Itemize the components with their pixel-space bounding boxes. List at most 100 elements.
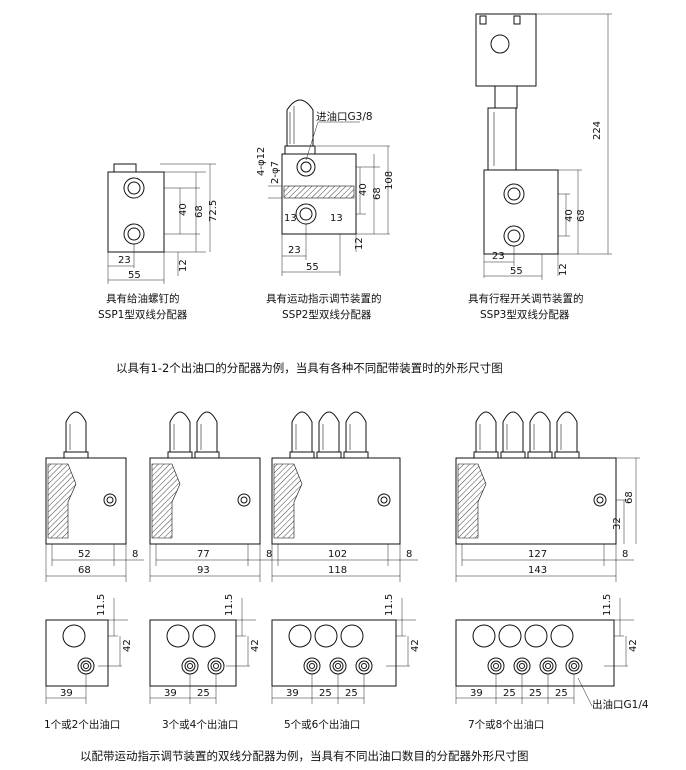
ssp2-view: 进油口G3/8 4-φ12 2-φ7 13 13 40 68 108 12 23… <box>256 99 395 321</box>
ssp2-section-hatch <box>283 185 355 199</box>
ssp2-indicator-cap <box>286 99 314 147</box>
ssp1-dim-72-5: 72.5 <box>208 200 219 222</box>
dim-pitch: 25 <box>503 688 516 699</box>
section-hatch <box>457 463 487 539</box>
dim-gap: 8 <box>622 549 628 560</box>
ssp3-dim-55: 55 <box>510 266 523 277</box>
dim-pitch: 25 <box>555 688 568 699</box>
dim-32: 32 <box>612 517 623 530</box>
dim-42: 42 <box>250 639 261 652</box>
dim-pitch: 25 <box>345 688 358 699</box>
ssp3-caption-1: 具有行程开关调节装置的 <box>468 292 584 305</box>
front-body <box>45 619 109 687</box>
upper-bore <box>550 624 574 648</box>
ssp3-dim-224: 224 <box>592 121 603 140</box>
dim-inner: 127 <box>528 549 547 560</box>
indicator-cap <box>318 411 340 453</box>
dim-pitch: 25 <box>529 688 542 699</box>
dim-11-5: 11.5 <box>384 594 395 616</box>
dim-gap: 8 <box>266 549 272 560</box>
ssp3-limit-switch <box>475 13 537 87</box>
front-view-4: 11.5 42 39 25 25 25 7个或8个出油口 <box>455 594 639 731</box>
ssp3-dim-23: 23 <box>492 251 505 262</box>
ssp1-port-top <box>123 177 145 199</box>
ssp1-caption-2: SSP1型双线分配器 <box>98 308 188 321</box>
ssp2-dim-12: 12 <box>354 237 365 250</box>
upper-bore <box>340 624 364 648</box>
outlet-label: 出油口G1/4 <box>592 698 649 711</box>
side-view-1: 52 8 68 <box>45 411 144 582</box>
ssp2-dim-phi12: 4-φ12 <box>256 147 267 176</box>
ssp1-dim-23: 23 <box>118 255 131 266</box>
front-view-caption: 1个或2个出油口 <box>44 718 120 731</box>
ssp2-caption-1: 具有运动指示调节装置的 <box>266 292 382 305</box>
dim-42: 42 <box>628 639 639 652</box>
indicator-cap <box>65 411 87 453</box>
indicator-cap <box>291 411 313 453</box>
dim-11-5: 11.5 <box>224 594 235 616</box>
ssp2-dim-23: 23 <box>288 245 301 256</box>
indicator-cap <box>502 411 524 453</box>
dim-39: 39 <box>470 688 483 699</box>
ssp2-dim-13a: 13 <box>284 213 297 224</box>
dim-total: 118 <box>328 565 347 576</box>
ssp3-dim-40: 40 <box>564 209 575 222</box>
indicator-cap <box>475 411 497 453</box>
ssp3-view: 224 40 68 12 23 55 具有行程开关调节装置的 SSP3型双线分配… <box>468 13 612 321</box>
upper-bore <box>192 624 216 648</box>
dim-total: 93 <box>197 565 210 576</box>
ssp1-dim-40: 40 <box>178 203 189 216</box>
dim-68: 68 <box>624 491 635 504</box>
front-view-caption: 3个或4个出油口 <box>162 718 238 731</box>
upper-bore <box>498 624 522 648</box>
upper-bore <box>524 624 548 648</box>
upper-bore <box>314 624 338 648</box>
front-view-caption: 5个或6个出油口 <box>284 718 360 731</box>
indicator-cap <box>169 411 191 453</box>
ssp1-grease-nipple <box>113 163 137 173</box>
front-body <box>271 619 397 687</box>
ssp3-caption-2: SSP3型双线分配器 <box>480 308 570 321</box>
front-body <box>455 619 615 687</box>
indicator-cap <box>345 411 367 453</box>
dim-total: 68 <box>78 565 91 576</box>
dim-11-5: 11.5 <box>96 594 107 616</box>
upper-bore <box>166 624 190 648</box>
side-view-2: 77 8 93 <box>149 411 278 582</box>
ssp1-dim-55: 55 <box>128 270 141 281</box>
front-body <box>149 619 237 687</box>
ssp2-dim-108: 108 <box>384 171 395 190</box>
dim-42: 42 <box>410 639 421 652</box>
ssp2-caption-2: SSP2型双线分配器 <box>282 308 372 321</box>
ssp3-rod <box>487 107 517 171</box>
dim-inner: 52 <box>78 549 91 560</box>
ssp1-body <box>107 171 165 253</box>
dim-11-5: 11.5 <box>602 594 613 616</box>
upper-bore <box>472 624 496 648</box>
ssp2-dim-40: 40 <box>358 183 369 196</box>
side-port <box>237 493 251 507</box>
side-port <box>377 493 391 507</box>
ssp2-dim-68: 68 <box>372 187 383 200</box>
ssp2-inlet-label: 进油口G3/8 <box>316 110 373 123</box>
front-view-caption: 7个或8个出油口 <box>468 718 544 731</box>
ssp3-dim-12: 12 <box>558 263 569 276</box>
ssp2-dim-55: 55 <box>306 262 319 273</box>
dim-gap: 8 <box>132 549 138 560</box>
section-hatch <box>273 463 303 539</box>
ssp1-caption-1: 具有给油螺钉的 <box>106 292 180 305</box>
upper-bore <box>288 624 312 648</box>
indicator-cap <box>556 411 578 453</box>
dim-39: 39 <box>286 688 299 699</box>
dim-inner: 77 <box>197 549 210 560</box>
ssp2-dim-phi7: 2-φ7 <box>270 161 281 184</box>
ssp3-dim-68: 68 <box>576 209 587 222</box>
dim-inner: 102 <box>328 549 347 560</box>
